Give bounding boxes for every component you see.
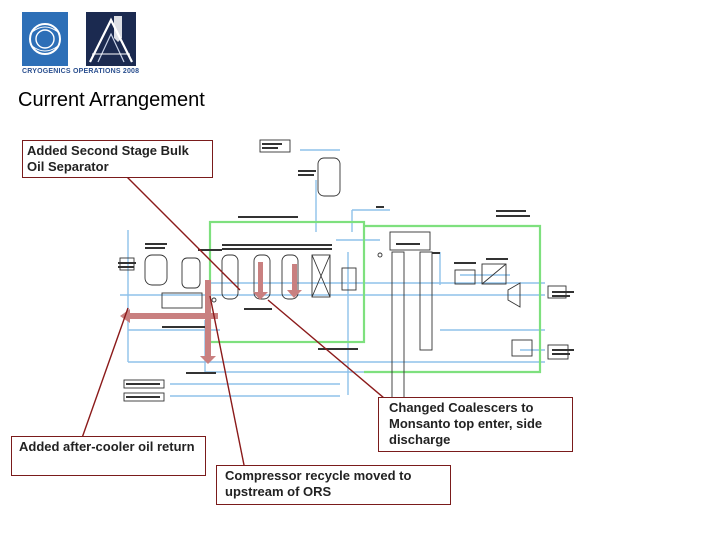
leader-lines (81, 167, 385, 471)
callout-coalescers: Changed Coalescers to Monsanto top enter… (378, 397, 573, 452)
cern-logo-icon (22, 12, 68, 66)
callout-after-cooler: Added after-cooler oil return (11, 436, 206, 476)
callout-bulk-oil-separator: Added Second Stage Bulk Oil Separator (22, 140, 213, 178)
block-arrows (120, 262, 302, 364)
schematic-label-marks (118, 143, 574, 398)
cryogenics-logo-icon (86, 12, 136, 66)
logo-caption: CRYOGENICS OPERATIONS 2008 (22, 68, 140, 75)
callout-compressor-recycle: Compressor recycle moved to upstream of … (216, 465, 451, 505)
equipment (119, 139, 569, 402)
piping (120, 149, 545, 397)
page-title: Current Arrangement (18, 89, 205, 111)
